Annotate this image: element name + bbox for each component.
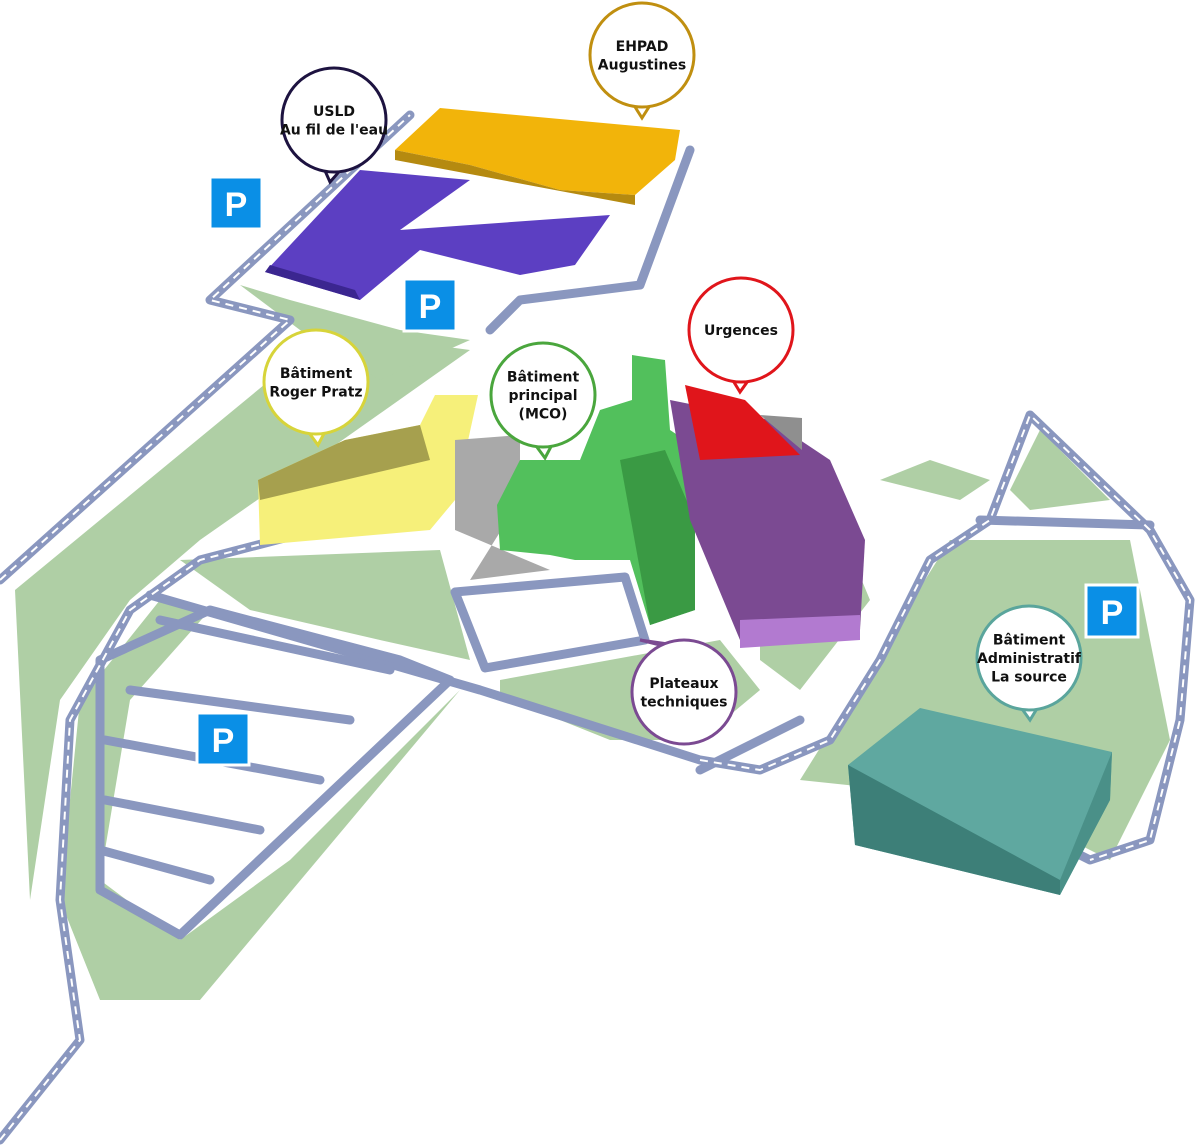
building-usld[interactable] bbox=[265, 170, 610, 300]
callout-label: La source bbox=[991, 670, 1067, 686]
callout-label: Administratif bbox=[977, 651, 1082, 667]
callout-bubble bbox=[280, 66, 388, 174]
callout-label: Bâtiment bbox=[507, 370, 580, 386]
callout-label: Plateaux bbox=[649, 676, 718, 692]
building-urgences[interactable] bbox=[685, 385, 802, 460]
parking-icon[interactable]: P bbox=[402, 277, 458, 333]
building-administratif[interactable] bbox=[848, 708, 1112, 895]
building-roger-pratz[interactable] bbox=[258, 395, 478, 545]
callout-bubble bbox=[262, 328, 370, 436]
parking-icon[interactable]: P bbox=[1084, 583, 1140, 639]
callout-ehpad[interactable]: EHPAD Augustines bbox=[588, 1, 696, 121]
callout-bubble bbox=[687, 276, 795, 384]
callout-urgences[interactable]: Urgences bbox=[687, 276, 795, 395]
callout-plateaux[interactable]: Plateaux techniques bbox=[630, 638, 738, 746]
callout-label: Urgences bbox=[704, 323, 778, 339]
callout-label: Au fil de l'eau bbox=[280, 122, 388, 138]
callout-label: Bâtiment bbox=[280, 366, 353, 382]
callout-label: (MCO) bbox=[519, 407, 568, 423]
callout-bubble bbox=[630, 638, 738, 746]
svg-text:P: P bbox=[225, 186, 248, 224]
callout-bubble bbox=[588, 1, 696, 109]
callout-usld[interactable]: USLD Au fil de l'eau bbox=[280, 66, 388, 185]
callout-label: Augustines bbox=[598, 57, 686, 73]
parking-icon[interactable]: P bbox=[195, 711, 251, 767]
callout-bubble bbox=[489, 341, 597, 449]
building-purple-main[interactable] bbox=[670, 400, 865, 648]
svg-text:P: P bbox=[212, 722, 235, 760]
building-principal-mco[interactable] bbox=[497, 355, 695, 625]
callout-label: EHPAD bbox=[616, 39, 669, 55]
callout-label: USLD bbox=[313, 104, 355, 120]
callout-label: techniques bbox=[640, 694, 727, 710]
callout-bubble bbox=[975, 604, 1083, 712]
building-ehpad[interactable] bbox=[395, 108, 680, 205]
callout-label: Bâtiment bbox=[993, 633, 1066, 649]
parking-icon[interactable]: P bbox=[208, 175, 264, 231]
svg-text:P: P bbox=[1101, 594, 1124, 632]
callout-label: Roger Pratz bbox=[269, 384, 362, 400]
callout-mco[interactable]: Bâtiment principal (MCO) bbox=[489, 341, 597, 461]
svg-text:P: P bbox=[419, 288, 442, 326]
callout-label: principal bbox=[508, 388, 577, 404]
